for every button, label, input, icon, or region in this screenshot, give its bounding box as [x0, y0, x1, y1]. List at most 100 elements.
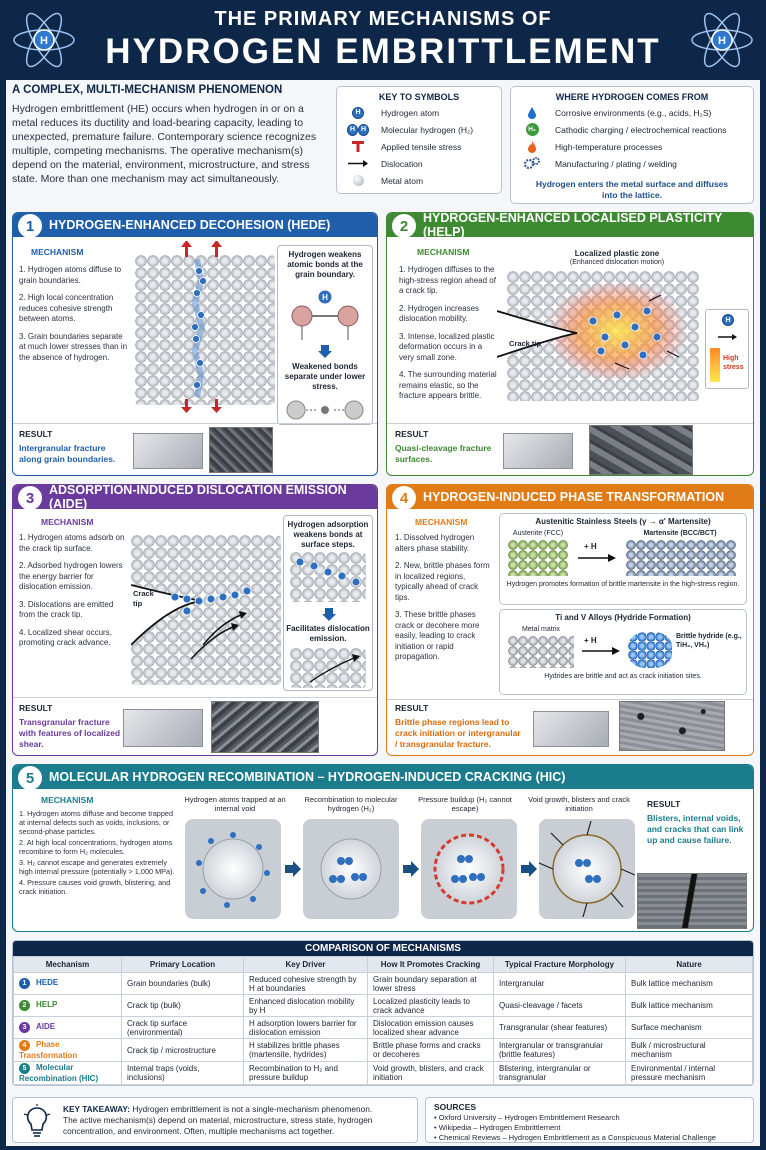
takeaway-text: Hydrogen embrittlement is not a single-m…: [132, 1104, 373, 1114]
step-text: 1. Hydrogen atoms diffuse and become tra…: [19, 809, 174, 836]
source-link[interactable]: • Oxford University – Hydrogen Embrittle…: [434, 1113, 620, 1122]
right-arrow-icon: [578, 554, 616, 562]
mechanism-name: AIDE: [36, 1022, 56, 1031]
table-cell: Bulk / microstructural mechanism: [625, 1038, 753, 1062]
fracture-micrograph: [211, 701, 319, 753]
martensite-label: Martensite (BCC/BCT): [643, 530, 717, 537]
mechanism-steps: 1. Hydrogen atoms diffuse to grain bound…: [19, 265, 129, 370]
table-cell: Brittle phase forms and cracks or decohe…: [367, 1038, 494, 1062]
intro-heading: A COMPLEX, MULTI-MECHANISM PHENOMENON: [12, 84, 283, 96]
source-label: Manufacturing / plating / welding: [555, 158, 677, 169]
svg-text:H: H: [40, 35, 48, 47]
step-text: 4. The surrounding material remains elas…: [399, 370, 497, 400]
hic-stages-diagram: [185, 819, 636, 919]
table-cell: Surface mechanism: [625, 1016, 753, 1039]
column-header: Nature: [625, 956, 753, 973]
result-text: Brittle phase regions lead to crack init…: [395, 717, 521, 749]
mechanism-steps: 1. Hydrogen atoms diffuse and become tra…: [19, 809, 181, 898]
column-header: Mechanism: [13, 956, 122, 973]
fcc-lattice: [508, 540, 568, 576]
flame-icon: [521, 140, 543, 153]
table-cell: Bulk lattice mechanism: [625, 994, 753, 1017]
key-title: KEY TO SYMBOLS: [378, 92, 460, 102]
down-arrow-icon: [322, 608, 336, 621]
fracture-micrograph: [589, 425, 693, 475]
row-number-badge: 2: [19, 1000, 30, 1011]
aide-callout: Hydrogen adsorption weakens bonds at sur…: [283, 515, 373, 691]
row-number-badge: 4: [19, 1040, 30, 1051]
table-header-row: Mechanism Primary Location Key Driver Ho…: [13, 956, 753, 973]
table-cell: Internal traps (voids, inclusions): [121, 1061, 244, 1085]
down-arrow-icon: [318, 345, 332, 358]
mechanism-steps: 1. Hydrogen atoms adsorb on the crack ti…: [19, 533, 127, 656]
takeaway-label: KEY TAKEAWAY:: [63, 1104, 131, 1114]
fractured-block-image: [123, 709, 203, 747]
step-text: 2. Hydrogen increases dislocation mobili…: [399, 303, 480, 324]
fracture-micrograph: [209, 427, 273, 473]
section-aide: 3 ADSORPTION-INDUCED DISLOCATION EMISSION…: [12, 484, 378, 756]
step-text: 3. Grain boundaries separate at much low…: [19, 331, 128, 362]
source-item: Corrosive environments (e.g., acids, H₂S…: [521, 106, 753, 119]
intro-text: Hydrogen embrittlement (HE) occurs when …: [12, 103, 317, 185]
right-arrow-icon: [521, 861, 537, 877]
table-cell: Blistering, intergranular or transgranul…: [493, 1061, 626, 1085]
step-text: 3. Dislocations are emitted from the cra…: [19, 599, 114, 620]
comparison-table: COMPARISON OF MECHANISMS Mechanism Prima…: [12, 940, 754, 1086]
key-item: Applied tensile stress: [347, 140, 501, 153]
callout-text: Hydrogen adsorption weakens bonds at sur…: [287, 520, 369, 549]
stage-3: [421, 819, 517, 919]
table-cell: Enhanced dislocation mobility by H: [243, 994, 368, 1017]
result-label: RESULT: [19, 429, 53, 439]
stress-gradient: [710, 348, 720, 382]
plastic-zone-diagram: [497, 281, 687, 381]
section-number: 1: [18, 214, 42, 238]
sources-box-title: WHERE HYDROGEN COMES FROM: [555, 92, 709, 102]
step-text: 2. At high local concentrations, hydroge…: [19, 838, 173, 856]
table-title: COMPARISON OF MECHANISMS: [13, 941, 753, 956]
section-title: ADSORPTION-INDUCED DISLOCATION EMISSION …: [49, 484, 347, 511]
hydride-label: Brittle hydride (e.g., TiH₂, VH₂): [676, 633, 742, 649]
source-link[interactable]: • Wikipedia – Hydrogen Embrittlement: [434, 1123, 561, 1132]
right-arrow-icon: [403, 861, 419, 877]
source-item: High-temperature processes: [521, 140, 753, 153]
table-cell: Crack tip / microstructure: [121, 1038, 244, 1062]
table-cell: Crack tip (bulk): [121, 994, 244, 1017]
dislocation-arrow-icon: [347, 157, 369, 170]
column-header: How It Promotes Cracking: [367, 956, 494, 973]
stage-1: [185, 819, 281, 919]
table-cell: Intergranular or transgranular (brittle …: [493, 1038, 626, 1062]
result-text: Blisters, internal voids, and cracks tha…: [647, 813, 744, 845]
table-cell: H stabilizes brittle phases (martensite,…: [243, 1038, 368, 1062]
table-cell: Quasi-cleavage / facets: [493, 994, 626, 1017]
column-header: Primary Location: [121, 956, 244, 973]
row-number-badge: 3: [19, 1022, 30, 1033]
mechanism-name: Phase Transformation: [19, 1040, 78, 1060]
hede-callout: Hydrogen weakens atomic bonds at the gra…: [277, 245, 373, 425]
table-cell: Grain boundaries (bulk): [121, 972, 244, 995]
key-item: Metal atom: [347, 174, 501, 187]
mechanism-steps: 1. Hydrogen diffuses to the high-stress …: [399, 265, 499, 409]
result-text: Intergranular fracture along grain bound…: [19, 443, 116, 464]
fracture-micrograph: [619, 701, 725, 751]
result-label: RESULT: [19, 703, 53, 713]
grain-boundary-diagram: [181, 241, 222, 413]
callout-text: Facilitates dislocation emission.: [286, 624, 370, 643]
section-number: 3: [18, 486, 42, 510]
section-title: HYDROGEN-ENHANCED DECOHESION (HEDE): [49, 218, 331, 232]
stage-2: [303, 819, 399, 919]
panel-title: Ti and V Alloys (Hydride Formation): [555, 613, 691, 622]
help-legend: H High stress: [705, 309, 749, 389]
h2-bubble-icon: H₂: [521, 123, 543, 136]
crack-tip-diagram: [131, 584, 252, 660]
source-link[interactable]: • Chemical Reviews – Hydrogen Embrittlem…: [434, 1133, 716, 1142]
step-text: 1. Dissolved hydrogen alters phase stabi…: [395, 533, 475, 553]
callout-text: Hydrogen weakens atomic bonds at the gra…: [287, 250, 363, 279]
